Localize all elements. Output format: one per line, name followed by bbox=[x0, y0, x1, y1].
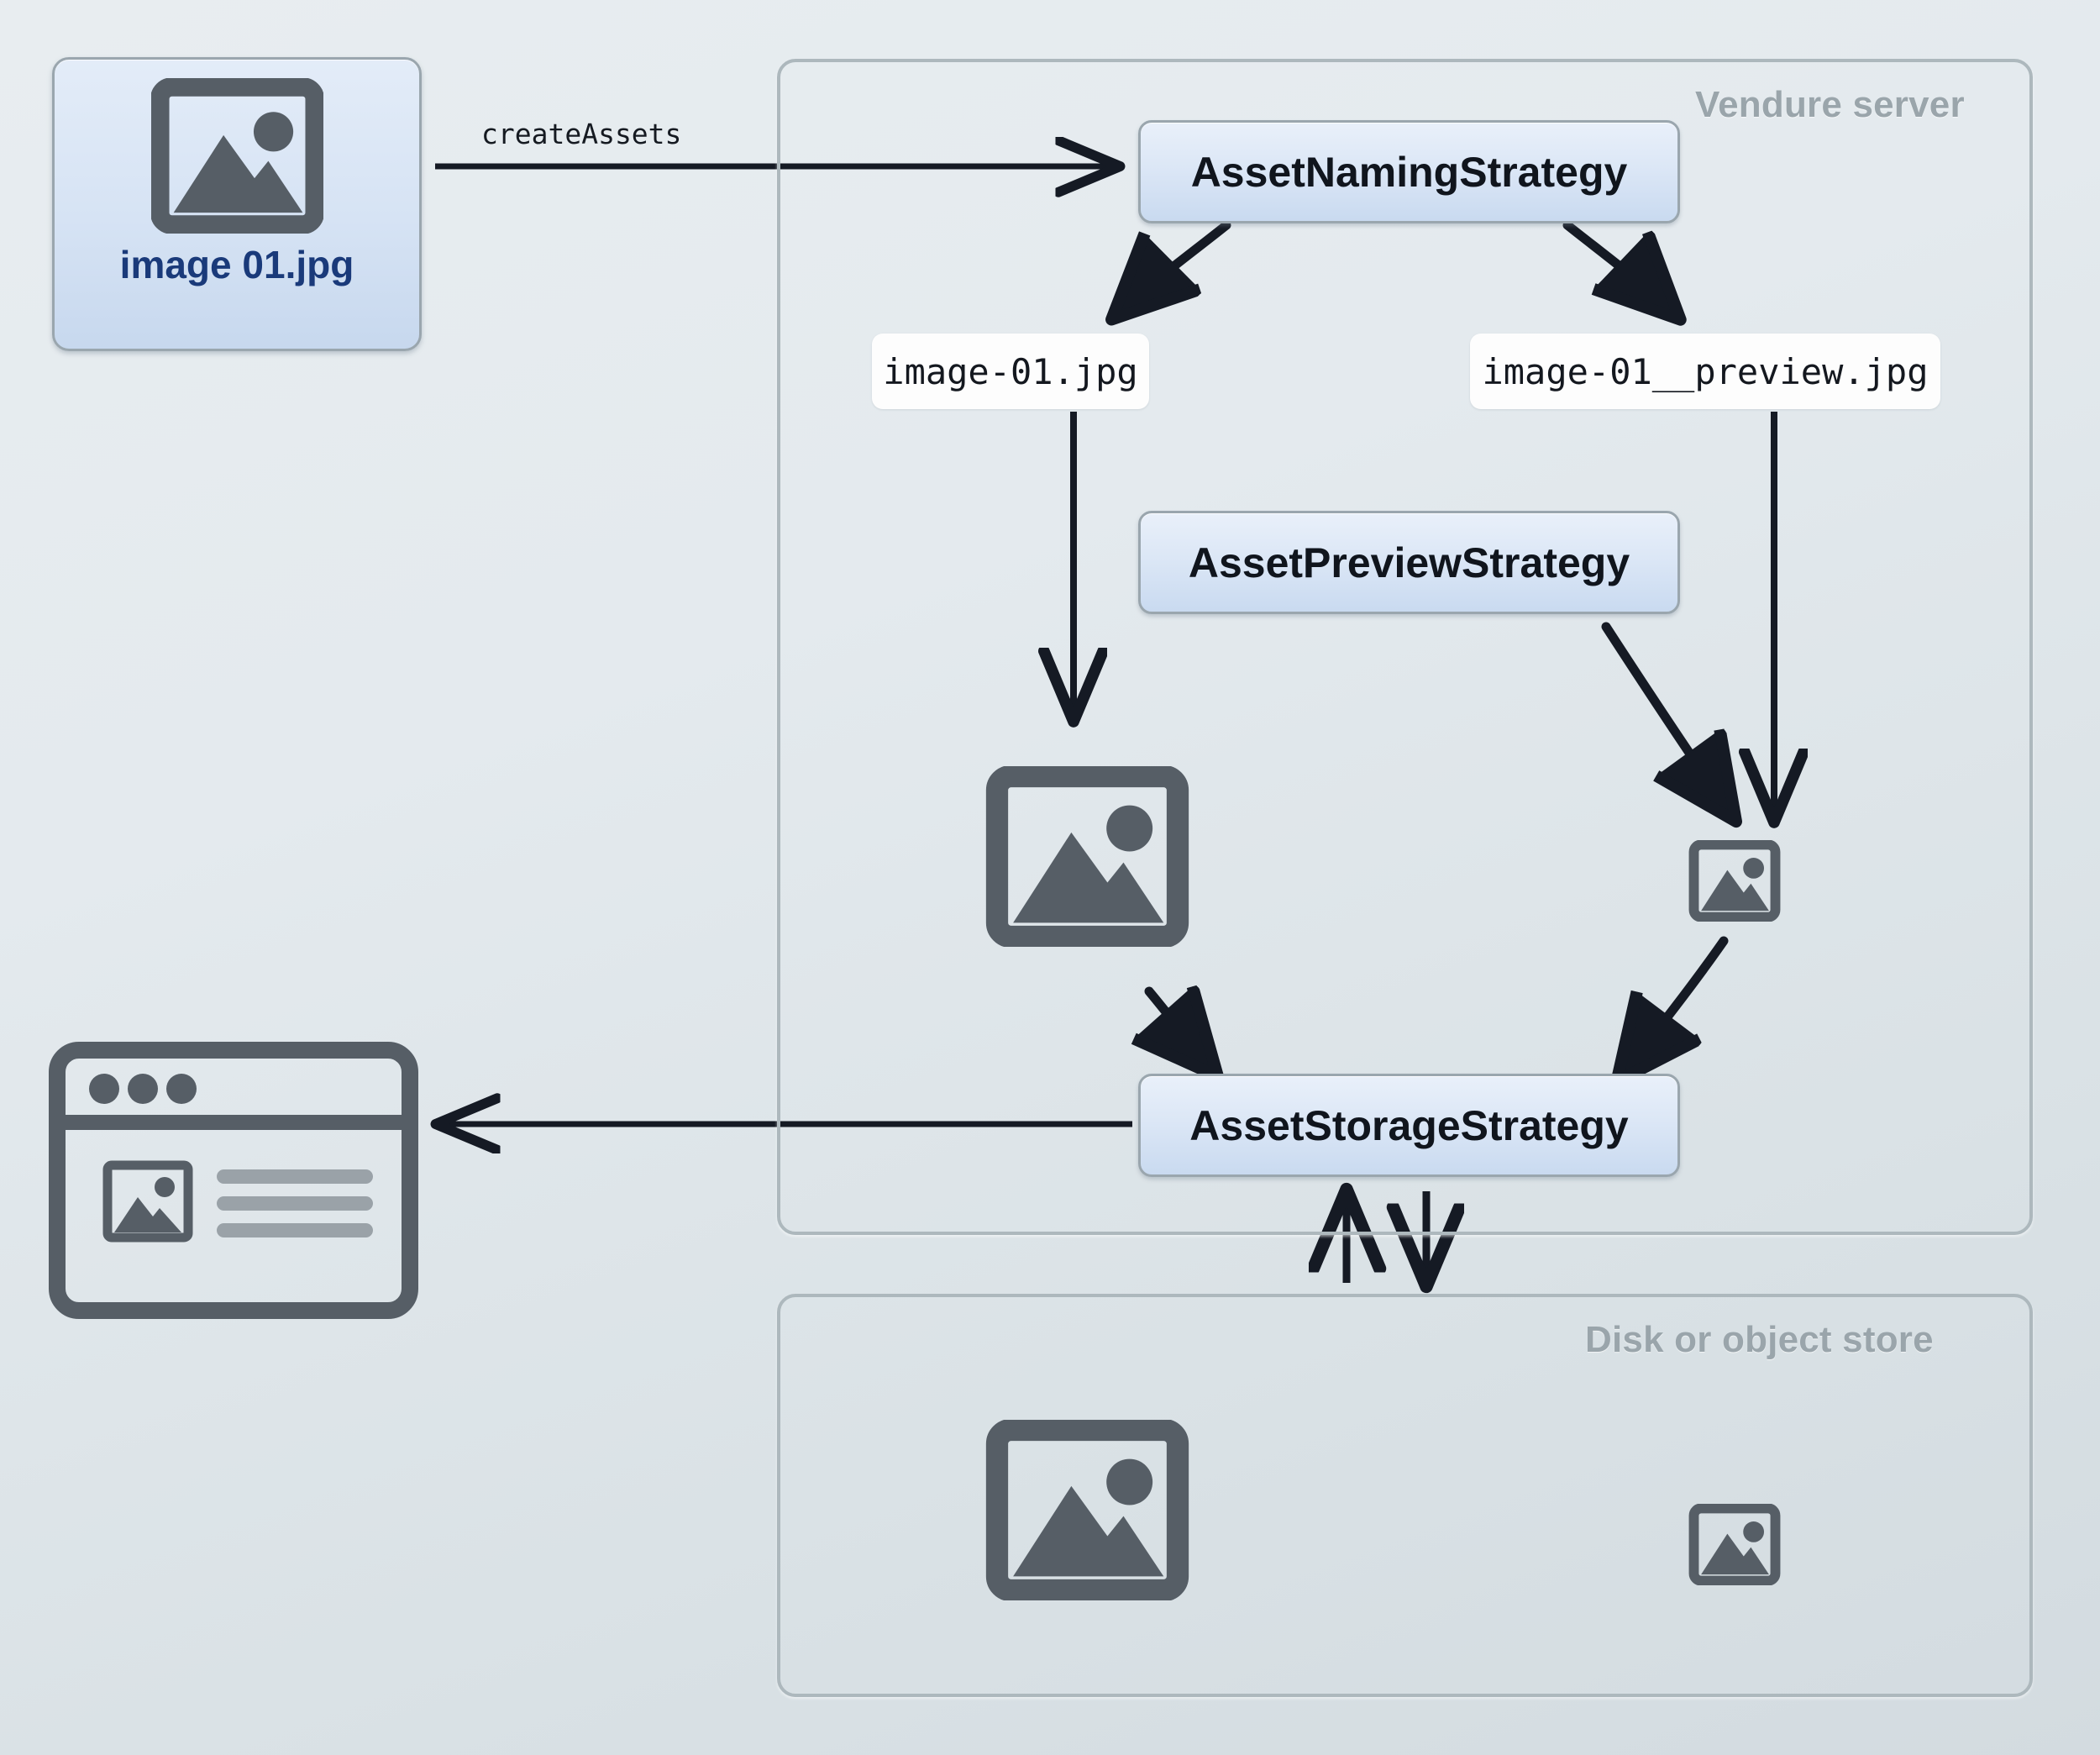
asset-naming-strategy-label: AssetNamingStrategy bbox=[1190, 148, 1628, 196]
full-image-icon bbox=[984, 765, 1190, 948]
browser-text-line-1 bbox=[217, 1169, 373, 1184]
edge-label-create-assets: createAssets bbox=[481, 118, 682, 150]
browser-dot-2 bbox=[128, 1074, 158, 1104]
source-asset-card[interactable]: image 01.jpg bbox=[52, 57, 422, 351]
stored-full-image-icon bbox=[984, 1418, 1190, 1602]
asset-storage-strategy-label: AssetStorageStrategy bbox=[1189, 1101, 1629, 1149]
asset-naming-strategy-box[interactable]: AssetNamingStrategy bbox=[1138, 120, 1680, 223]
stored-preview-image-icon bbox=[1688, 1503, 1781, 1586]
group-disk-store bbox=[777, 1294, 2033, 1697]
browser-frame bbox=[49, 1042, 418, 1319]
group-disk-store-label: Disk or object store bbox=[1585, 1319, 1934, 1360]
browser-text-line-2 bbox=[217, 1196, 373, 1211]
group-vendure-server bbox=[777, 59, 2033, 1235]
preview-filename-chip: image-01__preview.jpg bbox=[1470, 334, 1940, 409]
browser-text-line-3 bbox=[217, 1223, 373, 1237]
asset-preview-strategy-label: AssetPreviewStrategy bbox=[1188, 539, 1630, 586]
preview-image-icon bbox=[1688, 839, 1781, 922]
preview-filename-label: image-01__preview.jpg bbox=[1482, 350, 1929, 392]
source-filename-label: image-01.jpg bbox=[883, 350, 1138, 392]
image-icon bbox=[150, 77, 324, 234]
browser-window-icon[interactable] bbox=[49, 1042, 418, 1319]
group-vendure-server-label: Vendure server bbox=[1695, 84, 1965, 125]
asset-storage-strategy-box[interactable]: AssetStorageStrategy bbox=[1138, 1074, 1680, 1177]
source-filename-chip: image-01.jpg bbox=[872, 334, 1149, 409]
asset-preview-strategy-box[interactable]: AssetPreviewStrategy bbox=[1138, 511, 1680, 614]
source-asset-label: image 01.jpg bbox=[119, 243, 354, 286]
browser-dot-3 bbox=[166, 1074, 197, 1104]
browser-thumbnail-image-icon bbox=[102, 1160, 193, 1243]
browser-dot-1 bbox=[89, 1074, 119, 1104]
